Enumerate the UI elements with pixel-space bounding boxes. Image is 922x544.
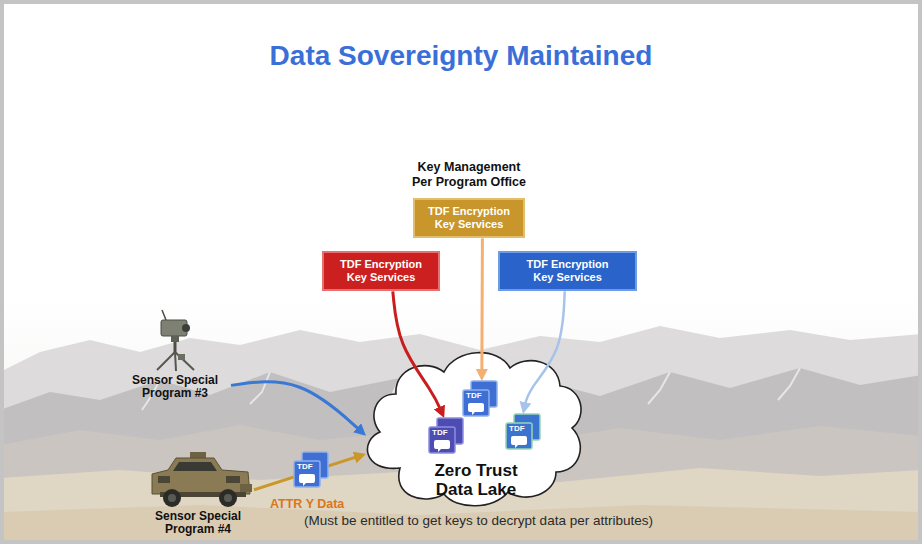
tdf-file-icon: TDF [505,414,541,450]
tdf-file-icon: TDF [428,418,464,454]
key-service-box: TDF Encryption Key Services [498,251,637,291]
vehicle-bumper [240,484,252,492]
sensor-label: Sensor Special Program #3 [119,374,231,400]
key-service-box: TDF Encryption Key Services [413,198,525,238]
flow-arrow [254,455,361,489]
box-label: TDF Encryption Key Services [333,258,429,284]
tripod-leg [175,352,176,371]
cloud-outline [367,353,581,506]
tdf-file-icon: TDF [462,381,498,417]
sensor-lens [182,324,190,332]
flow-arrow [393,291,442,413]
tdf-tag: TDF [297,463,317,471]
near-ground [0,505,922,544]
node-heading: Key Management Per Program Office [408,160,530,190]
box-label: TDF Encryption Key Services [520,258,616,284]
tdf-file-front [294,461,320,487]
tripod-sensor-illustration [157,310,194,371]
chat-bubble-symbol [299,474,315,486]
tdf-file-front [463,390,489,416]
snow-streak [778,368,800,400]
vehicle-wheel [219,489,237,507]
antenna [162,310,166,320]
sensor-label: Sensor Special Program #4 [142,510,254,536]
sensor-node: Sensor Special Program #3 [119,314,231,400]
vehicle-hub [224,494,232,502]
battery-box [178,354,185,360]
chat-bubble-symbol [511,436,527,448]
snow-streak [250,372,270,404]
armored-vehicle-illustration [152,452,252,507]
data-lake-cloud: Zero Trust Data Lake TDF TDF TDF [366,344,586,508]
flow-arrow [231,382,362,433]
flow-arrow [480,238,484,376]
tdf-tag: TDF [509,425,529,433]
tdf-file-icon: TDF [293,452,329,488]
vehicle-windshield [173,462,217,471]
flow-arrow [524,291,565,409]
chat-bubble-symbol [434,440,450,452]
cloud-label: Zero Trust Data Lake [422,462,530,499]
vehicle-body [152,458,250,494]
tdf-tag: TDF [432,429,452,437]
data-attribute-label: ATTR Y Data [270,498,344,512]
vehicle-wheel [163,489,181,507]
footnote-text: (Must be entitled to get keys to decrypt… [304,514,653,529]
vehicle-window [226,476,240,483]
key-service-node: Key Management Per Program OfficeTDF Enc… [408,160,530,238]
tripod-leg [157,352,175,370]
tdf-file-front [429,427,455,453]
tripod-leg [175,352,194,370]
vehicle-hub [168,494,176,502]
far-mountains [0,326,922,544]
tdf-file-front [506,423,532,449]
snow-streak [648,372,670,404]
vehicle-window [158,476,170,483]
key-service-box: TDF Encryption Key Services [322,251,440,291]
box-label: TDF Encryption Key Services [421,205,517,231]
diagram-title: Data Sovereignty Maintained [0,40,922,72]
sensor-mount [171,336,179,342]
chat-bubble-symbol [468,403,484,415]
sensor-node: Sensor Special Program #4 [142,452,254,536]
tdf-tag: TDF [466,392,486,400]
